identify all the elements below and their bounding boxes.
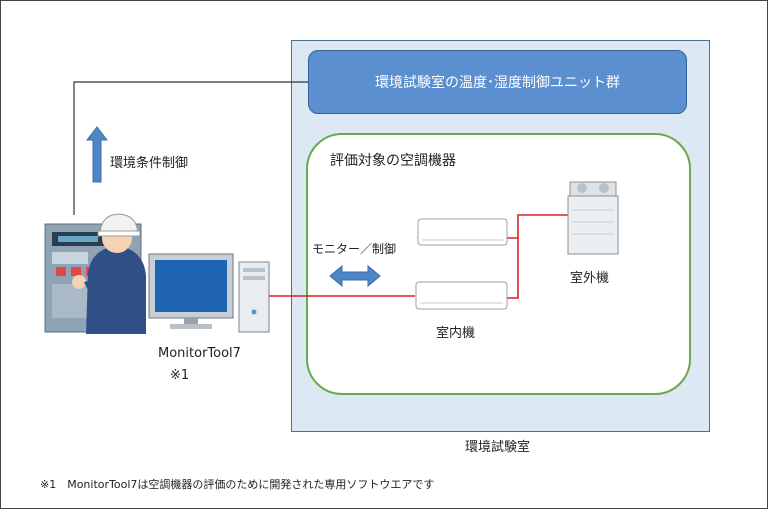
outdoor-unit-label: 室外機: [570, 271, 610, 286]
evaluation-target-label: 評価対象の空調機器: [330, 153, 456, 169]
monitor-icon: [148, 253, 234, 329]
indoor-to-outdoor-link: [507, 214, 568, 239]
indoor-unit-upper-icon: [417, 218, 508, 246]
evaluation-target-box: [306, 133, 691, 395]
pc-tower-icon: [238, 261, 270, 333]
indoor-unit-label: 室内機: [436, 326, 476, 341]
indoor-to-outdoor-link-2: [507, 238, 519, 299]
control-line: [73, 81, 308, 215]
footnote: ※1 MonitorTool7は空調機器の評価のために開発された専用ソフトウエア…: [40, 478, 435, 491]
monitor-control-label: モニター／制御: [312, 242, 397, 256]
env-control-label: 環境条件制御: [110, 156, 189, 171]
unit-group-label: 環境試験室の温度･湿度制御ユニット群: [375, 75, 620, 91]
temp-humidity-control-units: 環境試験室の温度･湿度制御ユニット群: [308, 50, 687, 114]
indoor-unit-lower-icon: [415, 281, 508, 310]
worker-icon: [72, 213, 146, 334]
test-room-label: 環境試験室: [465, 440, 531, 455]
outdoor-unit-icon: [567, 181, 619, 255]
up-arrow-icon: [85, 126, 109, 183]
tool-name-label: MonitorTool7: [158, 346, 241, 361]
tool-note-mark: ※1: [170, 368, 190, 383]
bidirectional-arrow-icon: [329, 264, 381, 288]
